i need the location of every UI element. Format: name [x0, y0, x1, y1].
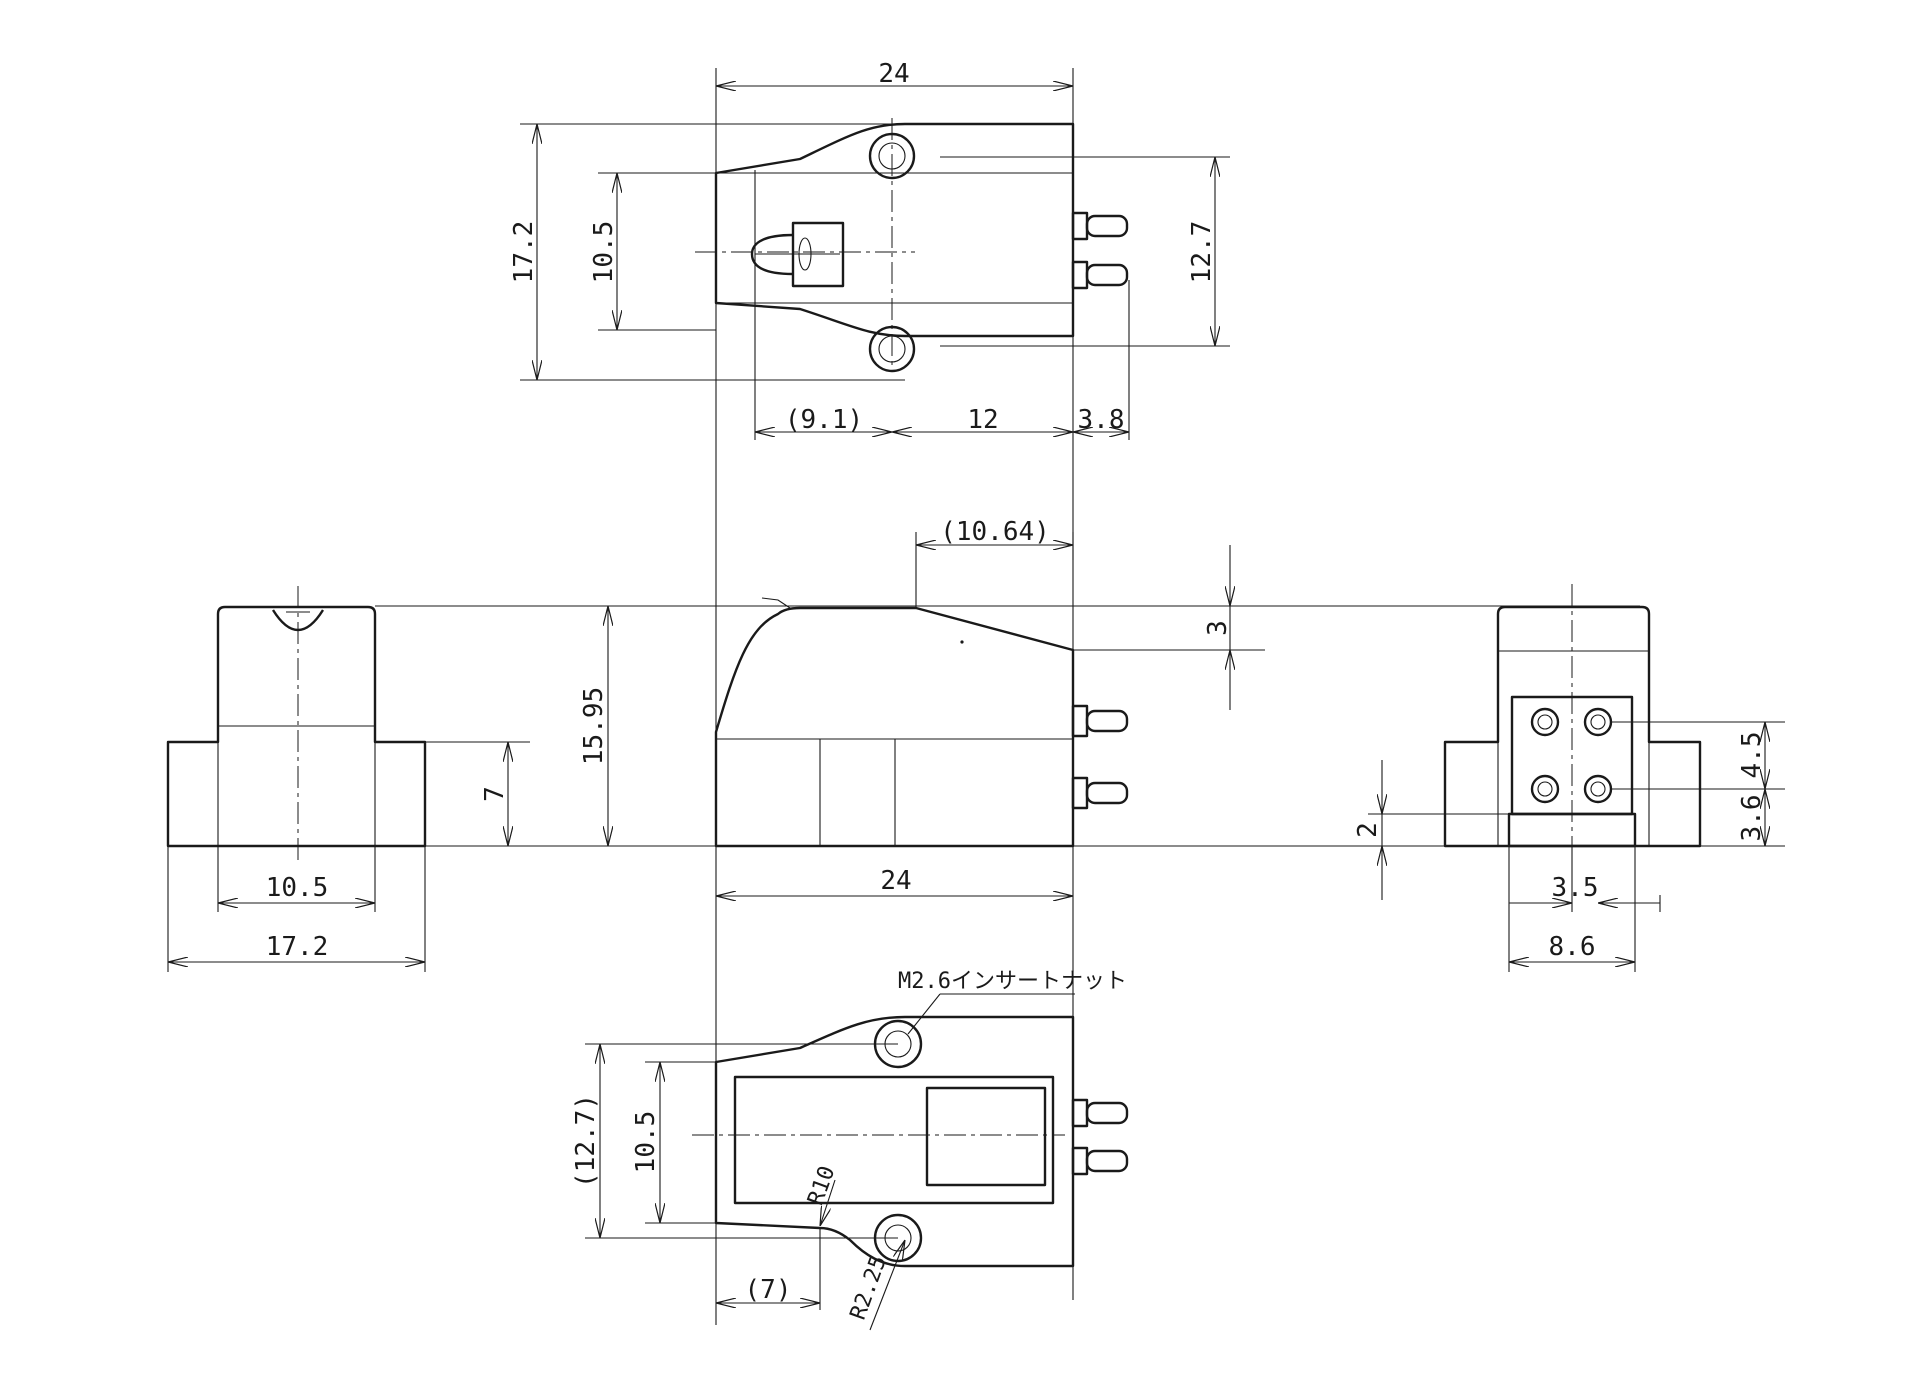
- dim-bottom-mount-span: (12.7): [571, 1094, 601, 1188]
- dim-front-width-inner: 10.5: [266, 873, 329, 903]
- dim-rear-pin-base: 3.6: [1737, 795, 1767, 842]
- note-insert-nut: M2.6インサートナット: [898, 969, 1127, 994]
- dim-side-length: 24: [880, 866, 911, 896]
- dim-top-overall-width: 24: [878, 59, 909, 89]
- dim-bottom-front-offset: (7): [745, 1275, 792, 1305]
- side-view-pins: [1071, 704, 1129, 810]
- top-view-pins: [1071, 211, 1129, 290]
- dim-top-mount-to-rear: 12: [967, 405, 998, 435]
- bottom-view-pins: [1071, 1098, 1129, 1176]
- dim-top-inner-height: 10.5: [589, 221, 619, 284]
- stylus-tip: [750, 221, 845, 288]
- rear-terminal-pins: [1530, 707, 1613, 804]
- dim-side-total-height: 15.95: [579, 687, 609, 765]
- front-view-body: [166, 605, 427, 848]
- dim-front-width-outer: 17.2: [266, 932, 329, 962]
- side-view: (10.64) 15.95 3 24: [168, 517, 1760, 896]
- bottom-view: M2.6インサートナット (12.7) 10.5 R10 R2.25 (7): [571, 969, 1129, 1331]
- front-view: 10.5 17.2 7: [166, 586, 530, 972]
- dim-top-pin-length: 3.8: [1078, 405, 1125, 435]
- dim-rear-block-width: 8.6: [1549, 932, 1596, 962]
- side-view-body: [714, 606, 1075, 848]
- dim-top-stylus-offset: (9.1): [785, 405, 863, 435]
- dim-rear-base-step: 2: [1353, 822, 1383, 838]
- dim-top-pin-span: 12.7: [1187, 221, 1217, 284]
- dim-top-overall-height: 17.2: [509, 221, 539, 284]
- dim-rear-pin-pitch-horizontal: 3.5: [1552, 873, 1599, 903]
- dim-front-flange-height: 7: [480, 786, 510, 802]
- dim-bottom-radius-small: R2.25: [846, 1252, 892, 1323]
- dim-bottom-inner-height: 10.5: [631, 1111, 661, 1174]
- bottom-view-body: [714, 1015, 1075, 1268]
- bottom-recess: [733, 1075, 1055, 1205]
- dim-side-top-flat: (10.64): [940, 517, 1050, 547]
- top-mount-hole-upper: [868, 132, 916, 180]
- rear-view-body: [1443, 605, 1702, 848]
- bottom-label-window: [925, 1086, 1047, 1187]
- dim-side-slope-drop: 3: [1203, 620, 1233, 636]
- top-view: 24 17.2 10.5 12.7 (9.1) 12 3.8: [509, 59, 1230, 1325]
- dim-rear-pin-pitch-vertical: 4.5: [1737, 732, 1767, 779]
- top-view-body: [714, 122, 1075, 338]
- rear-view: 4.5 3.6 2 3.5 8.6: [1353, 584, 1785, 972]
- top-mount-hole-lower: [868, 325, 916, 373]
